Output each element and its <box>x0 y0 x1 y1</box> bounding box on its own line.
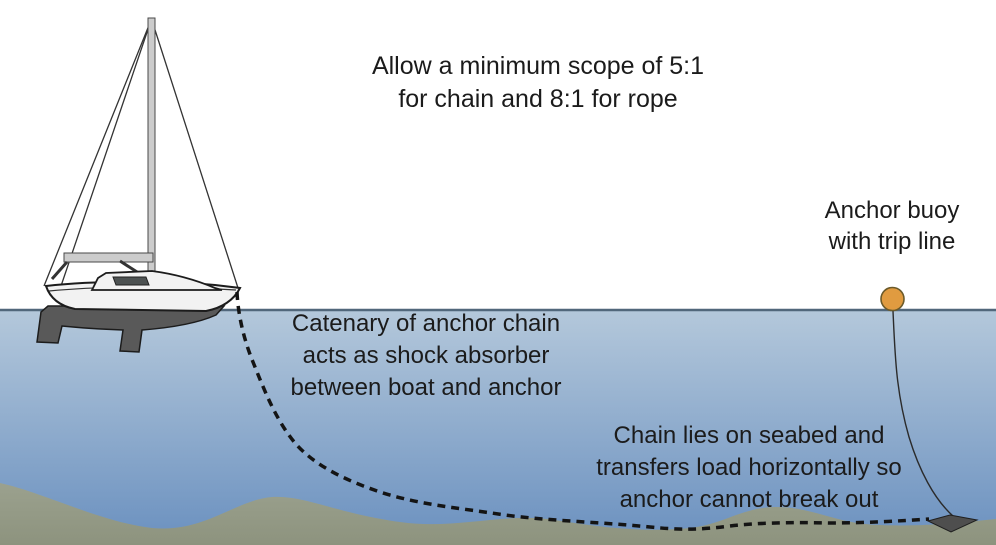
mast <box>147 17 156 283</box>
catenary-label: Catenary of anchor chain acts as shock a… <box>291 308 562 404</box>
scope-label: Allow a minimum scope of 5:1 for chain a… <box>372 50 704 116</box>
seabed-chain-label-line2: transfers load horizontally so <box>596 454 902 481</box>
sailboat-illustration <box>36 17 242 353</box>
catenary-label-line1: Catenary of anchor chain <box>291 310 561 337</box>
catenary-label-line2: acts as shock absorber <box>302 342 550 369</box>
anchor-icon <box>926 514 979 533</box>
anchor-buoy-label-line2: with trip line <box>828 228 956 255</box>
keel <box>36 305 226 353</box>
trip-line <box>892 310 954 517</box>
seabed-chain-label-line3: anchor cannot break out <box>619 486 879 513</box>
shroud-line <box>60 18 153 287</box>
backstay-line <box>43 18 153 287</box>
seabed-chain-label: Chain lies on seabed and transfers load … <box>596 420 901 516</box>
cabin-window <box>112 276 150 286</box>
anchor-chain <box>235 291 930 531</box>
mainsheet-line <box>50 261 69 280</box>
boom <box>63 252 154 263</box>
anchor-buoy-icon <box>880 286 905 312</box>
scope-label-line1: Allow a minimum scope of 5:1 <box>371 52 705 80</box>
catenary-label-line3: between boat and anchor <box>290 374 562 401</box>
seabed <box>0 483 996 545</box>
seabed-chain-label-line1: Chain lies on seabed and <box>613 422 885 449</box>
water <box>0 310 996 545</box>
scope-label-line2: for chain and 8:1 for rope <box>398 85 678 113</box>
forestay-line <box>150 18 239 289</box>
anchor-buoy-label: Anchor buoy with trip line <box>825 195 960 257</box>
cabin <box>90 270 223 291</box>
anchor-buoy-label-line1: Anchor buoy <box>824 197 960 224</box>
